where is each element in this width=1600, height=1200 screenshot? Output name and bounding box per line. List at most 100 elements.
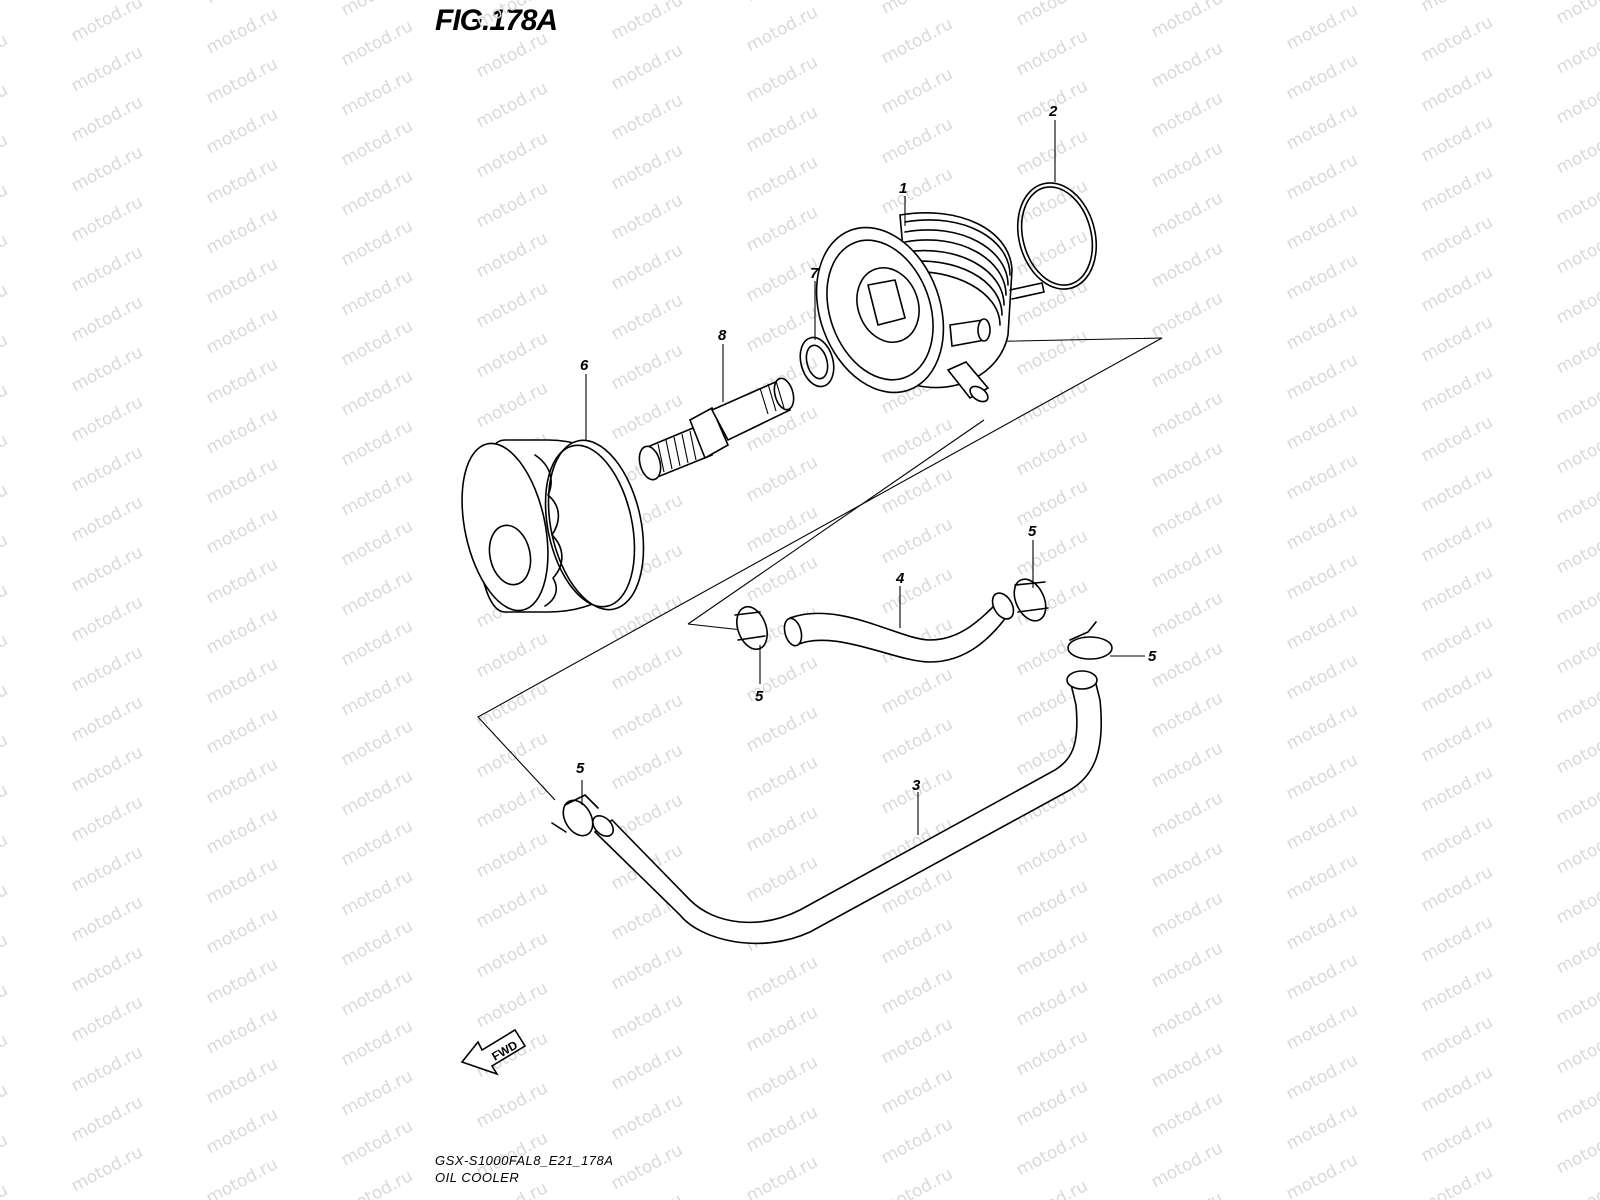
watermark-text: motod.ru xyxy=(1148,138,1226,192)
watermark-text: motod.ru xyxy=(1553,974,1600,1028)
watermark-text: motod.ru xyxy=(1553,1124,1600,1178)
watermark-text: motod.ru xyxy=(473,878,551,932)
watermark-text: motod.ru xyxy=(203,504,281,558)
watermark-text: motod.ru xyxy=(338,216,416,270)
watermark-text: motod.ru xyxy=(1148,438,1226,492)
watermark-text: motod.ru xyxy=(1148,188,1226,242)
watermark-text: motod.ru xyxy=(1553,1024,1600,1078)
watermark-text: motod.ru xyxy=(743,2,821,56)
watermark-text: motod.ru xyxy=(338,916,416,970)
watermark-text: motod.ru xyxy=(878,1014,956,1068)
watermark-text: motod.ru xyxy=(0,580,11,634)
watermark-text: motod.ru xyxy=(1148,888,1226,942)
watermark-text: motod.ru xyxy=(1418,662,1496,716)
watermark-text: motod.ru xyxy=(1013,876,1091,930)
watermark-text: motod.ru xyxy=(1418,712,1496,766)
watermark-text: motod.ru xyxy=(68,392,146,446)
watermark-text: motod.ru xyxy=(743,202,821,256)
watermark-text: motod.ru xyxy=(1553,274,1600,328)
watermark-text: motod.ru xyxy=(878,114,956,168)
watermark-text: motod.ru xyxy=(1418,12,1496,66)
watermark-text: motod.ru xyxy=(0,330,11,384)
watermark-text: motod.ru xyxy=(0,730,11,784)
watermark-text: motod.ru xyxy=(1553,574,1600,628)
assembly-name: OIL COOLER xyxy=(435,1170,520,1185)
watermark-text: motod.ru xyxy=(608,140,686,194)
watermark-text: motod.ru xyxy=(473,128,551,182)
watermark-text: motod.ru xyxy=(1418,862,1496,916)
watermark-text: motod.ru xyxy=(1148,1138,1226,1192)
watermark-text: motod.ru xyxy=(743,52,821,106)
watermark-text: motod.ru xyxy=(878,64,956,118)
watermark-text: motod.ru xyxy=(1418,312,1496,366)
watermark-text: motod.ru xyxy=(743,1152,821,1200)
watermark-text: motod.ru xyxy=(878,1064,956,1118)
watermark-text: motod.ru xyxy=(338,466,416,520)
watermark-text: motod.ru xyxy=(0,530,11,584)
watermark-text: motod.ru xyxy=(1013,826,1091,880)
watermark-text: motod.ru xyxy=(1013,1176,1091,1200)
watermark-text: motod.ru xyxy=(338,266,416,320)
watermark-text: motod.ru xyxy=(1283,550,1361,604)
watermark-text: motod.ru xyxy=(203,304,281,358)
watermark-text: motod.ru xyxy=(68,342,146,396)
watermark-text: motod.ru xyxy=(608,1140,686,1194)
watermark-text: motod.ru xyxy=(878,1114,956,1168)
watermark-text: motod.ru xyxy=(203,354,281,408)
watermark-text: motod.ru xyxy=(1553,24,1600,78)
callout-1: 1 xyxy=(899,180,907,197)
watermark-text: motod.ru xyxy=(1553,474,1600,528)
watermark-text: motod.ru xyxy=(1553,874,1600,928)
watermark-text: motod.ru xyxy=(1013,26,1091,80)
watermark-text: motod.ru xyxy=(743,102,821,156)
watermark-text: motod.ru xyxy=(1418,212,1496,266)
watermark-text: motod.ru xyxy=(608,90,686,144)
watermark-text: motod.ru xyxy=(1418,812,1496,866)
watermark-text: motod.ru xyxy=(68,142,146,196)
watermark-text: motod.ru xyxy=(1283,1050,1361,1104)
watermark-text: motod.ru xyxy=(608,690,686,744)
watermark-text: motod.ru xyxy=(1418,612,1496,666)
watermark-text: motod.ru xyxy=(68,842,146,896)
watermark-text: motod.ru xyxy=(1013,526,1091,580)
watermark-text: motod.ru xyxy=(473,978,551,1032)
watermark-text: motod.ru xyxy=(878,14,956,68)
watermark-text: motod.ru xyxy=(473,178,551,232)
watermark-text: motod.ru xyxy=(68,542,146,596)
watermark-text: motod.ru xyxy=(1148,838,1226,892)
watermark-text: motod.ru xyxy=(1553,1074,1600,1128)
watermark-text: motod.ru xyxy=(1418,112,1496,166)
watermark-text: motod.ru xyxy=(203,604,281,658)
watermark-text: motod.ru xyxy=(203,4,281,58)
watermark-text: motod.ru xyxy=(878,464,956,518)
watermark-text: motod.ru xyxy=(1148,1038,1226,1092)
watermark-text: motod.ru xyxy=(1283,650,1361,704)
watermark-text: motod.ru xyxy=(1148,538,1226,592)
callout-7: 7 xyxy=(810,265,819,282)
oil-cooler-body xyxy=(815,211,1045,403)
watermark-text: motod.ru xyxy=(0,180,11,234)
watermark-text: motod.ru xyxy=(1283,600,1361,654)
watermark-text: motod.ru xyxy=(878,964,956,1018)
short-hose xyxy=(783,592,1015,663)
watermark-text: motod.ru xyxy=(473,728,551,782)
watermark-text: motod.ru xyxy=(473,828,551,882)
watermark-text: motod.ru xyxy=(338,566,416,620)
watermark-text: motod.ru xyxy=(878,514,956,568)
watermark-text: motod.ru xyxy=(608,240,686,294)
watermark-text: motod.ru xyxy=(1283,450,1361,504)
watermark-text: motod.ru xyxy=(1013,426,1091,480)
watermark-text: motod.ru xyxy=(878,164,956,218)
long-hose xyxy=(592,670,1103,945)
hose-clamp-d xyxy=(551,794,599,837)
union-bolt xyxy=(638,377,795,481)
watermark-text: motod.ru xyxy=(338,666,416,720)
assembly-outline xyxy=(477,337,1163,801)
watermark-text: motod.ru xyxy=(1418,962,1496,1016)
watermark-text: motod.ru xyxy=(1283,100,1361,154)
o-ring xyxy=(1016,182,1098,290)
watermark-text: motod.ru xyxy=(743,702,821,756)
watermark-text: motod.ru xyxy=(68,1042,146,1096)
watermark-text: motod.ru xyxy=(68,942,146,996)
